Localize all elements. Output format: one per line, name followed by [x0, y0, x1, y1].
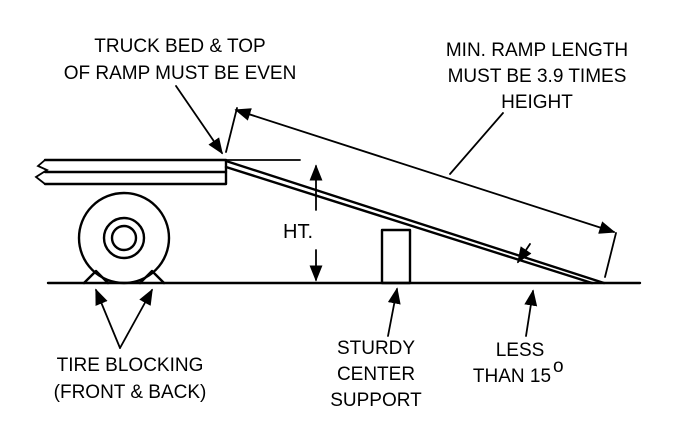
truck-wheel	[77, 191, 171, 285]
label-angle-line2: THAN 15	[473, 366, 551, 387]
leader-ramp-length	[449, 112, 504, 175]
label-angle-line1: LESS	[496, 340, 545, 361]
label-truck-bed-line1: TRUCK BED & TOP	[94, 36, 265, 57]
leader-tire-block-front	[95, 288, 121, 349]
tire-block-back	[138, 269, 166, 285]
label-ramp-length-line2: MUST BE 3.9 TIMES	[448, 66, 627, 87]
label-support-line3: SUPPORT	[330, 390, 422, 411]
tire-block-front	[82, 269, 110, 285]
leader-support	[387, 287, 401, 337]
leader-tire-block-back	[119, 288, 153, 349]
label-ramp-length-line3: HEIGHT	[501, 92, 573, 113]
label-ramp-length-line1: MIN. RAMP LENGTH	[446, 40, 628, 61]
label-support-line2: CENTER	[337, 364, 415, 385]
center-support	[380, 228, 412, 285]
label-truck-bed-line2: OF RAMP MUST BE EVEN	[64, 63, 297, 84]
leader-angle	[524, 289, 538, 337]
label-support-line1: STURDY	[337, 338, 415, 359]
leader-truck-bed	[175, 85, 223, 155]
label-height: HT.	[283, 221, 313, 243]
label-tire-blocking-line1: TIRE BLOCKING	[57, 355, 204, 376]
angle-marker	[517, 243, 532, 264]
label-tire-blocking-line2: (FRONT & BACK)	[54, 382, 207, 403]
ramp-length-dimension	[225, 107, 617, 278]
label-angle-degree: o	[553, 356, 564, 377]
